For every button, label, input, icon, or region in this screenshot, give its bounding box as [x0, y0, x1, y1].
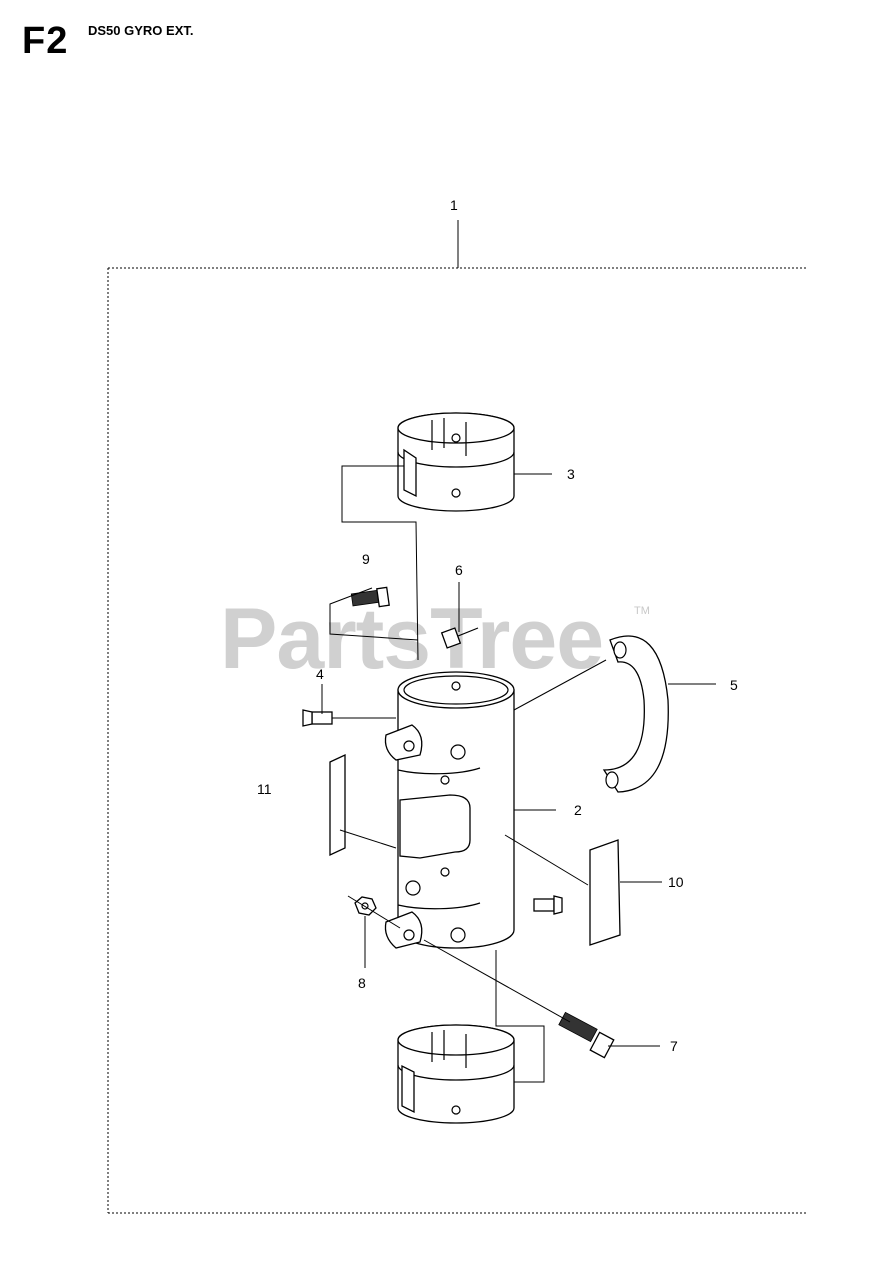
set-screw-9 [350, 586, 390, 608]
nut-8 [354, 896, 377, 916]
screw-4 [302, 709, 333, 727]
callout-10: 10 [668, 874, 684, 890]
main-tube [384, 671, 515, 949]
watermark: PartsTree TM [220, 591, 650, 687]
section-title: DS50 GYRO EXT. [88, 23, 194, 38]
upper-clamp-cap [397, 412, 515, 512]
section-code: F2 [22, 20, 69, 62]
assembly-frame [107, 220, 806, 1214]
callout-labels: 1 2 3 4 5 6 7 8 9 10 11 [257, 197, 738, 1054]
watermark-text: PartsTree [220, 591, 603, 687]
screw-6 [440, 627, 479, 649]
callout-4: 4 [316, 666, 324, 682]
callout-6: 6 [455, 562, 463, 578]
curved-bracket [602, 635, 669, 793]
callout-9: 9 [362, 551, 370, 567]
lower-clamp-cap [397, 1024, 515, 1124]
watermark-trademark: TM [634, 605, 650, 617]
rear-plate [329, 753, 346, 857]
callout-8: 8 [358, 975, 366, 991]
callout-2: 2 [574, 802, 582, 818]
screw-right [533, 895, 563, 915]
callout-11: 11 [257, 781, 272, 797]
callout-7: 7 [670, 1038, 678, 1054]
bolt-7 [558, 1011, 615, 1059]
leader-lines [321, 465, 716, 1083]
side-plate [589, 839, 621, 946]
callout-5: 5 [730, 677, 738, 693]
callout-1: 1 [450, 197, 458, 213]
callout-3: 3 [567, 466, 575, 482]
